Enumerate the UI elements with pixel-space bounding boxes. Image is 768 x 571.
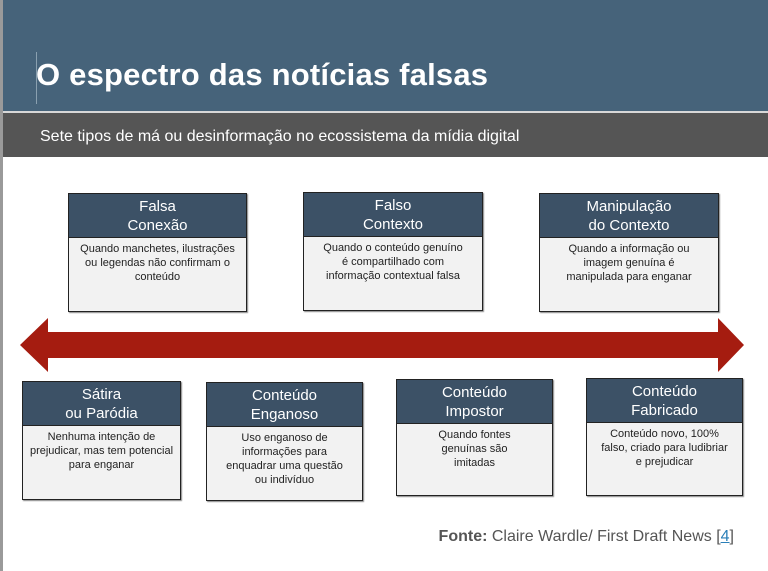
card-header: Sátira ou Paródia <box>23 382 180 426</box>
card-description: Quando fontes genuínas são imitadas <box>438 429 511 469</box>
text-cursor <box>36 52 37 104</box>
page-title: O espectro das notícias falsas <box>36 57 489 92</box>
card-title-line2: ou Paródia <box>65 405 138 422</box>
card-title-line2: do Contexto <box>588 217 670 234</box>
left-border <box>0 0 3 571</box>
source-label: Fonte: <box>438 528 488 545</box>
card-description: Nenhuma intenção de prejudicar, mas tem … <box>29 431 174 471</box>
card-description: Quando o conteúdo genuíno é compartilhad… <box>323 242 463 282</box>
card-header: Manipulação do Contexto <box>540 194 718 238</box>
card-title-line2: Enganoso <box>250 406 319 423</box>
card-title-line2: Fabricado <box>631 402 698 419</box>
divider <box>3 111 768 113</box>
card-title-line1: Sátira <box>81 386 122 403</box>
card-title-line2: Conexão <box>127 217 188 234</box>
card-title-line1: Falso <box>374 197 412 214</box>
spectrum-double-arrow <box>20 318 744 372</box>
card-title-line1: Manipulação <box>586 198 672 215</box>
card-description: Quando manchetes, ilustrações ou legenda… <box>80 243 235 283</box>
card-description: Uso enganoso de informações para enquadr… <box>226 432 343 486</box>
card-manipulacao-contexto: Manipulação do Contexto Quando a informaç… <box>539 193 719 312</box>
page-subtitle: Sete tipos de má ou desinformação no eco… <box>40 128 520 145</box>
card-title-line1: Falsa <box>139 198 176 215</box>
source-text: Claire Wardle/ First Draft News [ <box>487 528 721 545</box>
source-bracket: ] <box>729 528 734 545</box>
card-title-line1: Conteúdo <box>441 384 508 401</box>
card-satira-parodia: Sátira ou Paródia Nenhuma intenção de pre… <box>22 381 181 500</box>
card-description: Conteúdo novo, 100% falso, criado para l… <box>601 428 728 468</box>
card-title-line2: Impostor <box>445 403 504 420</box>
title-banner <box>3 0 768 111</box>
reference-link[interactable]: 4 <box>720 528 730 545</box>
source-citation: Fonte: Claire Wardle/ First Draft News [… <box>439 528 734 546</box>
card-title-line2: Contexto <box>362 216 424 233</box>
card-title-line1: Conteúdo <box>251 387 318 404</box>
subtitle-bar <box>3 113 768 157</box>
card-description: Quando a informação ou imagem genuína é … <box>566 243 692 283</box>
card-title-line1: Conteúdo <box>631 383 698 400</box>
